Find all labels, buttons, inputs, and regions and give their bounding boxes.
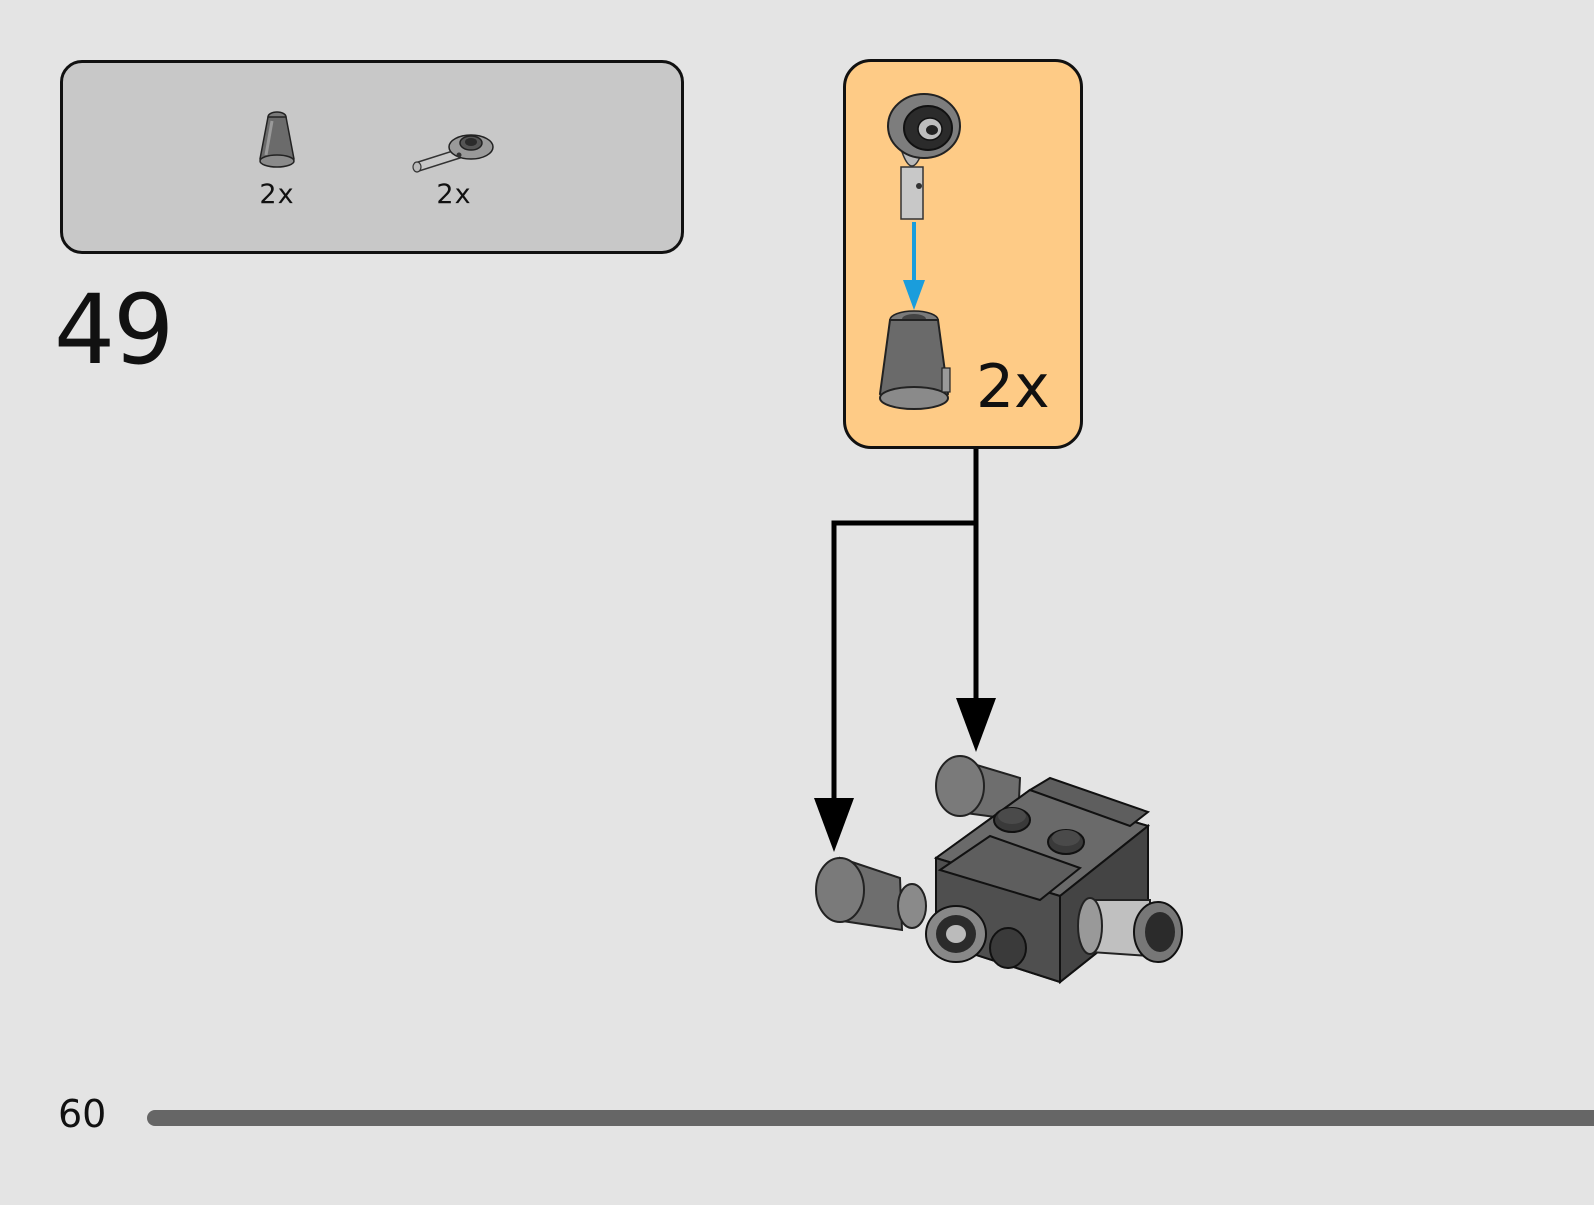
- subassembly-diagram: [878, 93, 961, 410]
- parts-list-item-cone: 2x: [249, 107, 305, 210]
- parts-list-item-ball-joint: 2x: [409, 123, 499, 210]
- progress-bar: [147, 1110, 1594, 1126]
- step-number: 49: [54, 274, 174, 386]
- ball-joint-arm-icon: [412, 134, 494, 173]
- connection-arrow-icon: [903, 222, 925, 310]
- page-number: 60: [58, 1092, 107, 1136]
- ball-joint-arm-icon: [887, 93, 961, 220]
- ball-joint-quantity: 2x: [436, 179, 472, 210]
- parts-list-box: 2x 2x: [60, 60, 684, 254]
- arrow-to-right-cone-icon: [956, 523, 996, 752]
- cone-piece-icon: [878, 310, 951, 410]
- cone-piece-icon: [259, 111, 295, 168]
- subassembly-callout: 2x: [843, 59, 1083, 449]
- arrow-to-left-cone-icon: [814, 449, 979, 852]
- cone-quantity: 2x: [259, 179, 295, 210]
- subassembly-quantity: 2x: [976, 352, 1050, 422]
